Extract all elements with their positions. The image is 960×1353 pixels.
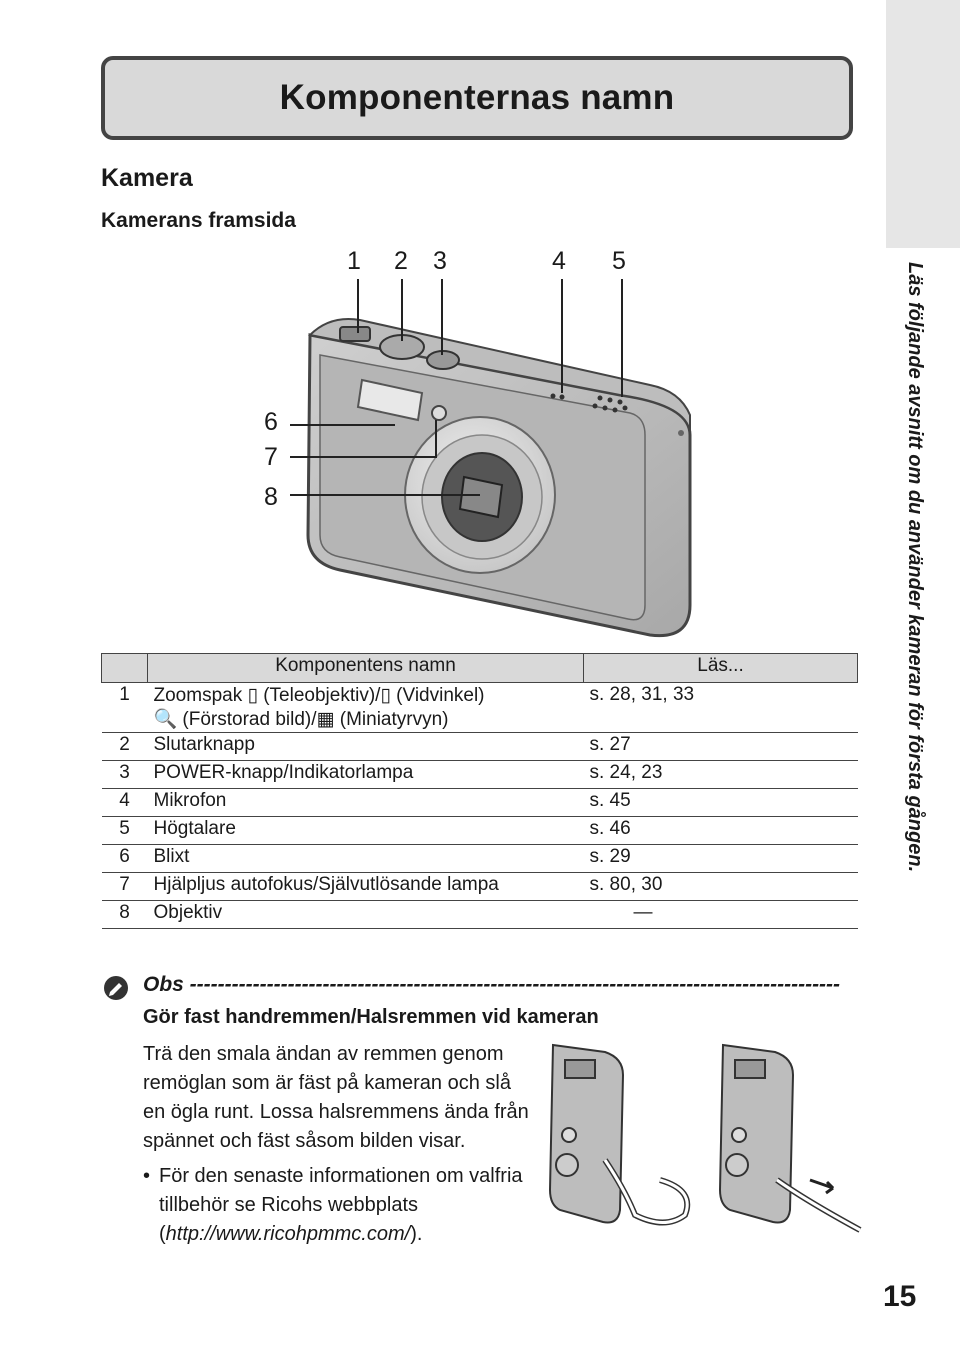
table-header-name: Komponentens namn	[147, 653, 584, 683]
callout-7: 7	[264, 443, 278, 471]
bullet-text: För den senaste informationen om valfria…	[159, 1165, 523, 1245]
subsection-heading: Kamerans framsida	[101, 209, 296, 232]
side-note: Läs följande avsnitt om du använder kame…	[904, 262, 926, 873]
table-row: 1 Zoomspak ▯ (Teleobjektiv)/▯ (Vidvinkel…	[101, 682, 858, 733]
callout-5: 5	[612, 247, 626, 275]
row-name-2: 🔍 (Förstorad bild)/▦ (Miniatyrvyn)	[153, 709, 449, 730]
callout-6: 6	[264, 408, 278, 436]
table-header-num	[101, 653, 148, 683]
section-heading: Kamera	[101, 164, 193, 192]
af-lamp	[431, 405, 447, 421]
obs-label: Obs ------------------------------------…	[143, 973, 841, 996]
camera-front-illustration	[290, 279, 692, 638]
callout-lines	[290, 279, 623, 496]
table-row: 7 Hjälpljus autofokus/Självutlösande lam…	[101, 872, 858, 901]
bullet-end: ).	[410, 1223, 423, 1245]
callout-2: 2	[394, 247, 408, 275]
bullet-dot: •	[143, 1165, 151, 1187]
page-number: 15	[883, 1280, 917, 1313]
website-link[interactable]: http://www.ricohpmmc.com/	[165, 1223, 411, 1245]
strap-illustration-2	[718, 1043, 862, 1233]
flash	[356, 378, 424, 422]
title-box: Komponenternas namn	[101, 56, 853, 140]
table-row: 6 Blixt s. 29	[101, 844, 858, 873]
table-header-ref: Läs...	[583, 653, 858, 683]
table-row: 8 Objektiv —	[101, 900, 858, 929]
parts-table: Komponentens namn Läs... 1 Zoomspak ▯ (T…	[101, 653, 858, 929]
page-title: Komponenternas namn	[279, 78, 675, 117]
strap-illustration-1	[548, 1043, 691, 1226]
obs-body: Trä den smala ändan av remmen genom remö…	[143, 1043, 529, 1152]
note-icon	[104, 976, 128, 1000]
row-name: Zoomspak ▯ (Teleobjektiv)/▯ (Vidvinkel)	[153, 685, 485, 706]
callout-8: 8	[264, 483, 278, 511]
speaker	[592, 395, 628, 413]
callout-1: 1	[347, 247, 361, 275]
side-tab	[886, 0, 960, 248]
table-row: 4 Mikrofon s. 45	[101, 788, 858, 817]
obs-heading: Gör fast handremmen/Halsremmen vid kamer…	[143, 1006, 599, 1028]
table-header-row: Komponentens namn Läs...	[101, 653, 858, 683]
callout-4: 4	[552, 247, 566, 275]
obs-bullet: • För den senaste informationen om valfr…	[143, 1162, 533, 1249]
callout-3: 3	[433, 247, 447, 275]
table-row: 3 POWER-knapp/Indikatorlampa s. 24, 23	[101, 760, 858, 789]
zoom-lever	[339, 326, 371, 342]
table-row: 5 Högtalare s. 46	[101, 816, 858, 845]
table-row: 2 Slutarknapp s. 27	[101, 732, 858, 761]
